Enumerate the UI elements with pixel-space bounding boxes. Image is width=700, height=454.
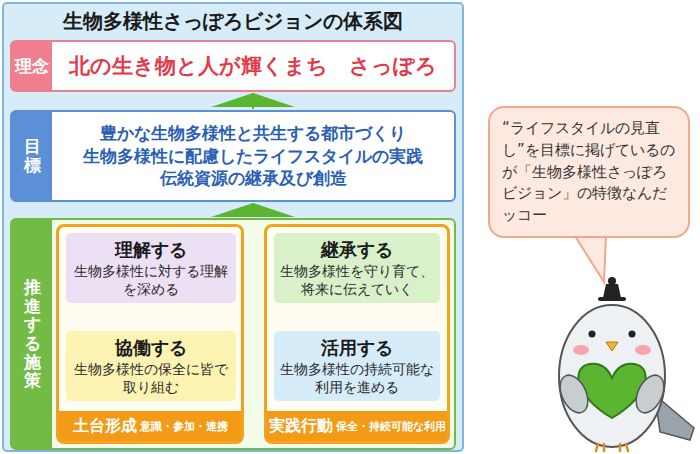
policy-card: 継承する生物多様性を守り育て、将来に伝えていく <box>274 233 440 303</box>
band-text: 北の生き物と人が輝くまち さっぽろ <box>69 52 437 80</box>
card-body: 生物多様性を守り育て、将来に伝えていく <box>278 262 436 298</box>
band-text: 生物多様性に配慮したライフスタイルの実践 <box>83 145 423 168</box>
bird-feet <box>596 444 628 451</box>
policy-card: 活用する生物多様性の持続可能な利用を進める <box>274 331 440 401</box>
bird-hat <box>603 284 621 298</box>
card-body: 生物多様性の保全に皆で取り組む <box>70 360 232 396</box>
diagram-panel <box>3 3 463 451</box>
card-heading: 継承する <box>321 238 393 261</box>
bubble-text: “ライフスタイルの見直し”を目標に掲げているのが「生物多様性さっぽろビジョン」の… <box>502 118 676 227</box>
bird-hat-knob <box>608 277 616 285</box>
band-label: 推進する施策 <box>24 278 41 390</box>
bird-body <box>559 305 665 447</box>
group-sublabel: 意識・参加・連携 <box>140 419 228 434</box>
label-strip: 推進する施策 <box>12 220 52 448</box>
card-body: 生物多様性に対する理解を深める <box>70 262 232 298</box>
band-body: 豊かな生物多様性と共生する都市づくり生物多様性に配慮したライフスタイルの実践伝統… <box>52 112 454 200</box>
bird-eye <box>589 331 596 338</box>
band-text: 伝統資源の継承及び創造 <box>160 167 347 190</box>
card-heading: 活用する <box>321 336 393 359</box>
philosophy-band: 理念北の生き物と人が輝くまち さっぽろ <box>10 40 456 92</box>
bird-cheek <box>635 345 651 355</box>
group-label: 土台形成 <box>73 416 137 437</box>
card-heading: 協働する <box>115 336 187 359</box>
mascot-bird <box>555 277 694 451</box>
band-label: 理念 <box>15 56 49 76</box>
label-strip: 理念 <box>12 42 52 90</box>
band-body: 北の生き物と人が輝くまち さっぽろ <box>52 42 454 90</box>
card-heading: 理解する <box>115 238 187 261</box>
bubble-tail <box>575 236 606 282</box>
diagram-title: 生物多様性さっぽろビジョンの体系図 <box>10 8 456 35</box>
bird-wing <box>631 371 670 417</box>
green-heart <box>578 364 645 418</box>
bird-hat-brim <box>598 297 626 301</box>
bird-wing <box>555 371 594 417</box>
bird-beak <box>606 342 618 351</box>
group-tab: 土台形成意識・参加・連携 <box>59 411 241 441</box>
policy-card: 協働する生物多様性の保全に皆で取り組む <box>66 331 236 401</box>
policy-card: 理解する生物多様性に対する理解を深める <box>66 233 236 303</box>
band-text: 豊かな生物多様性と共生する都市づくり <box>100 122 406 145</box>
group-tab: 実践行動保全・持続可能な利用 <box>267 411 447 441</box>
card-body: 生物多様性の持続可能な利用を進める <box>278 360 436 396</box>
connector-arrow <box>252 93 254 109</box>
goal-band: 目標豊かな生物多様性と共生する都市づくり生物多様性に配慮したライフスタイルの実践… <box>10 110 456 202</box>
bird-cheek <box>573 345 589 355</box>
connector-arrow <box>252 203 254 217</box>
group-label: 実践行動 <box>269 416 333 437</box>
group-sublabel: 保全・持続可能な利用 <box>336 419 446 434</box>
speech-bubble: “ライフスタイルの見直し”を目標に掲げているのが「生物多様性さっぽろビジョン」の… <box>488 106 690 238</box>
band-label: 目標 <box>24 137 41 174</box>
label-strip: 目標 <box>12 112 52 200</box>
measures-band: 推進する施策土台形成意識・参加・連携理解する生物多様性に対する理解を深める協働す… <box>10 218 456 450</box>
practice-group: 実践行動保全・持続可能な利用継承する生物多様性を守り育て、将来に伝えていく活用す… <box>264 224 450 444</box>
bird-eye <box>629 331 636 338</box>
foundation-group: 土台形成意識・参加・連携理解する生物多様性に対する理解を深める協働する生物多様性… <box>56 224 244 444</box>
